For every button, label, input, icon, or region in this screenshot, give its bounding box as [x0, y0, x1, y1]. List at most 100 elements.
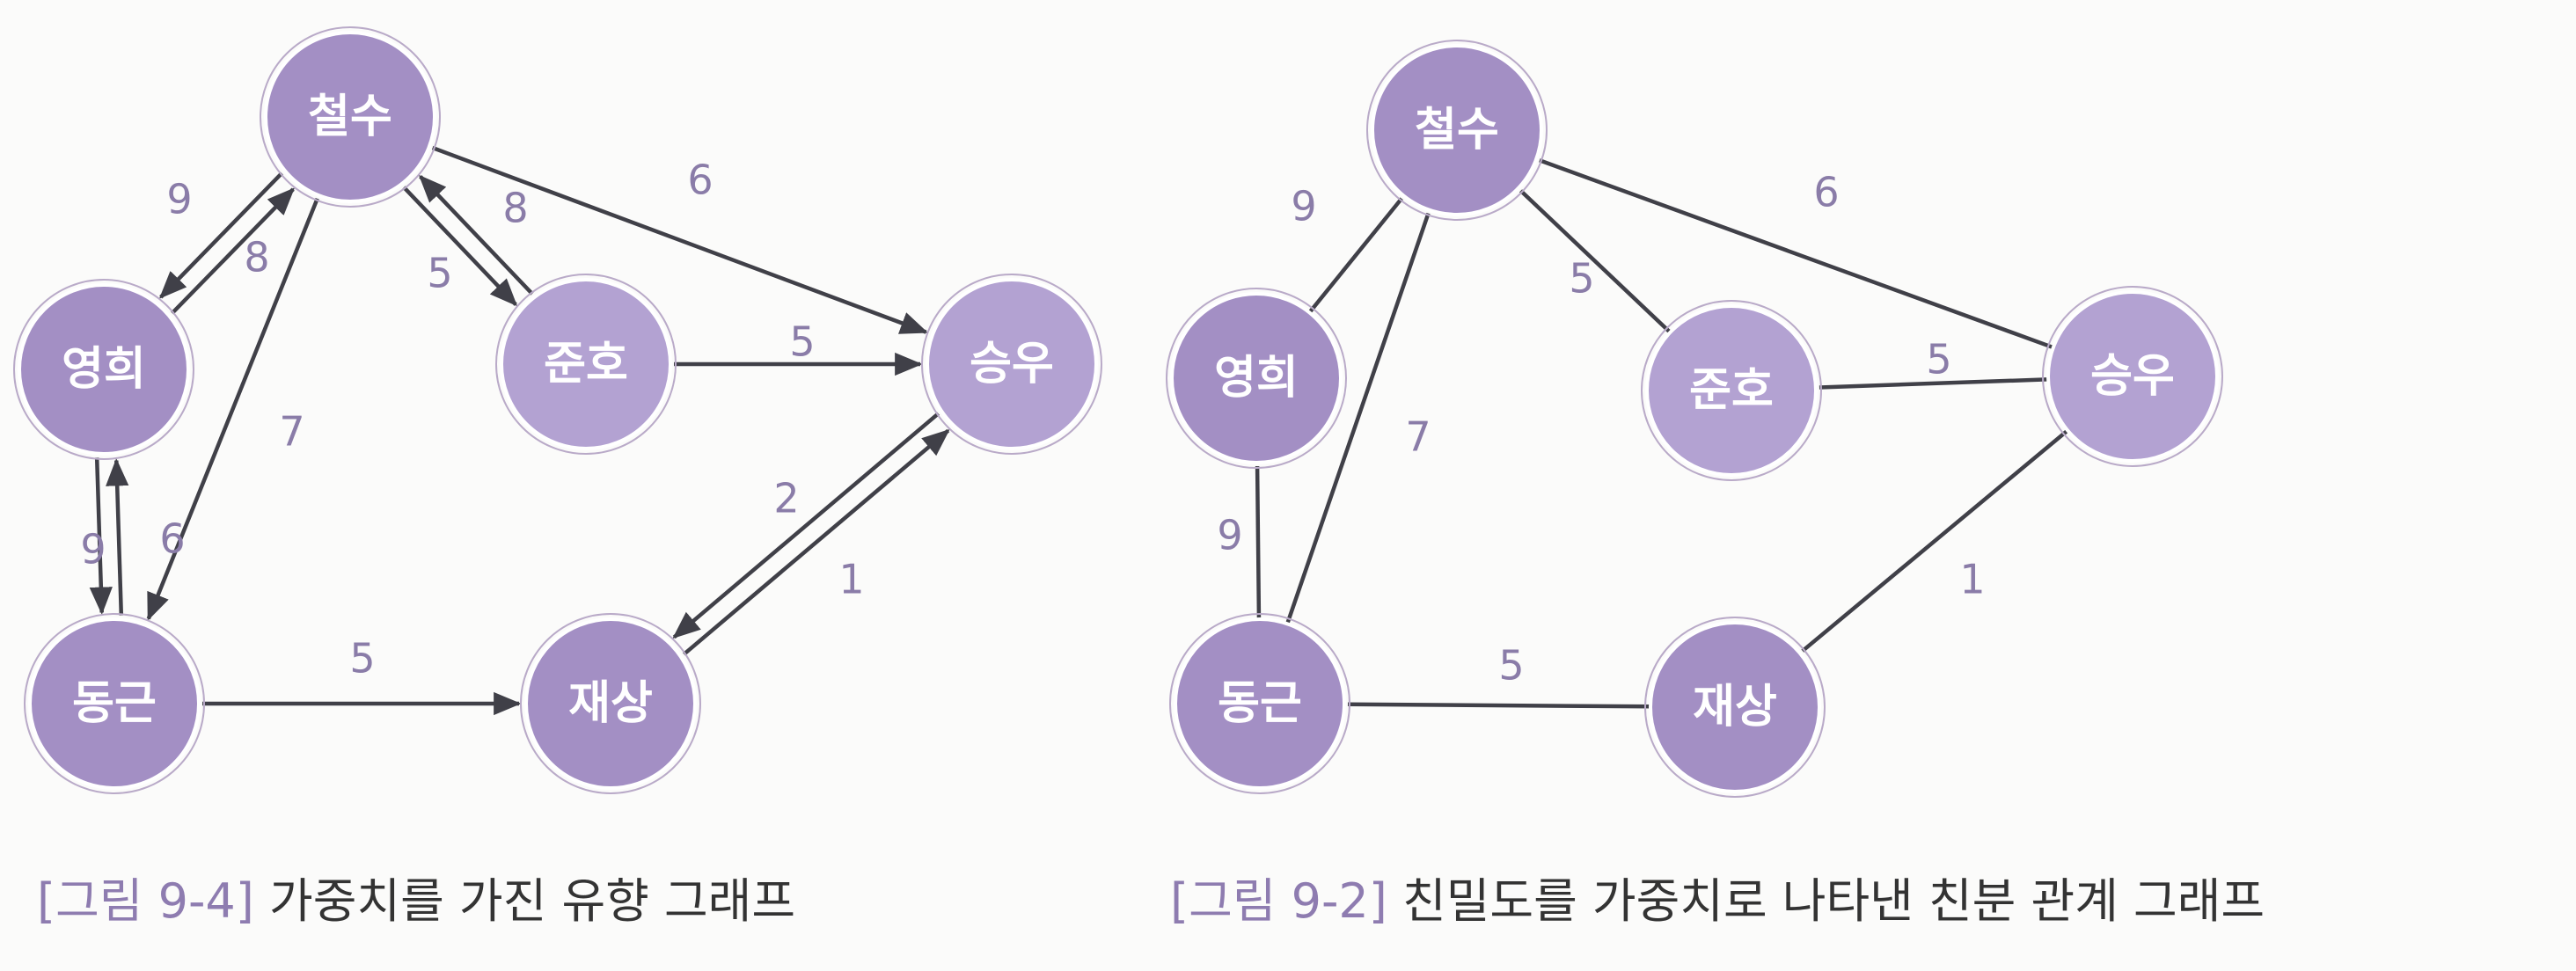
node-jh: 준호 — [1641, 300, 1822, 481]
node-label: 동근 — [72, 677, 157, 730]
node-label: 준호 — [544, 338, 628, 391]
node-circle — [1174, 617, 1346, 790]
edge-cs-jh — [1519, 189, 1673, 335]
edge-dg-js — [1347, 702, 1653, 709]
weight-jh-sw: 5 — [1926, 336, 1951, 383]
weight-cs-dg: 7 — [1405, 413, 1431, 461]
edge-jh-cs — [418, 174, 534, 296]
node-dg: 동근 — [1169, 613, 1350, 794]
caption-directed-graph: [그림 9-4] 가중치를 가진 유향 그래프 — [37, 866, 795, 937]
edge-cs-yh — [1306, 197, 1403, 316]
node-yh: 영희 — [1166, 288, 1347, 469]
node-ring — [1166, 288, 1347, 469]
weight-cs-yh: 9 — [1291, 183, 1316, 230]
node-circle — [500, 278, 672, 450]
directed-edges — [89, 145, 950, 716]
weight-dg-js: 5 — [1498, 642, 1524, 690]
node-ring — [520, 613, 701, 794]
node-circle — [524, 617, 697, 790]
node-label: 재상 — [568, 677, 653, 730]
node-ring — [1366, 40, 1548, 221]
edge-cs-yh — [158, 172, 283, 299]
figure-number: [그림 9-4] — [37, 873, 254, 929]
edge-js-sw — [1801, 427, 2071, 653]
weight-jh-cs: 8 — [502, 185, 528, 232]
weight-jh-sw: 5 — [789, 318, 815, 366]
node-circle — [18, 283, 190, 456]
node-ring — [1641, 300, 1822, 481]
node-ring — [2042, 286, 2223, 467]
weight-cs-yh: 8 — [244, 234, 269, 281]
edge-sw-js — [672, 412, 940, 639]
node-circle — [1649, 621, 1821, 793]
figure-number: [그림 9-2] — [1170, 873, 1387, 929]
node-circle — [926, 278, 1098, 450]
weight-dg-yh: 9 — [80, 526, 106, 573]
weight-yh-cs: 9 — [166, 176, 192, 223]
node-js: 재상 — [1644, 617, 1826, 798]
node-label: 준호 — [1689, 364, 1774, 417]
node-cs: 철수 — [1366, 40, 1548, 221]
node-circle — [28, 617, 201, 790]
weight-cs-dg: 7 — [279, 408, 304, 456]
node-circle — [1170, 292, 1343, 464]
node-ring — [921, 274, 1102, 455]
edge-cs-dg — [1284, 212, 1431, 626]
node-label: 동근 — [1218, 677, 1302, 730]
node-ring — [1644, 617, 1826, 798]
edge-yh-dg — [89, 457, 113, 616]
node-dg: 동근 — [24, 613, 205, 794]
undirected-edge-weights: 9 5 6 7 5 9 5 1 — [1217, 169, 1985, 690]
edge-yh-cs — [171, 187, 296, 315]
edge-cs-sw — [1539, 158, 2056, 350]
node-label: 재상 — [1693, 681, 1777, 734]
caption-text: 친밀도를 가중치로 나타낸 친분 관계 그래프 — [1402, 873, 2265, 929]
node-jh: 준호 — [495, 274, 677, 455]
weight-sw-js: 1 — [838, 556, 864, 603]
edge-jh-sw — [1819, 377, 2051, 390]
edge-js-sw — [682, 428, 950, 656]
node-cs: 철수 — [260, 26, 441, 208]
node-label: 철수 — [308, 91, 392, 143]
weight-cs-sw: 6 — [1813, 169, 1839, 216]
node-ring — [1169, 613, 1350, 794]
edge-cs-jh — [402, 186, 518, 307]
node-sw: 승우 — [2042, 286, 2223, 467]
edge-dg-yh — [106, 457, 129, 616]
directed-edge-weights: 9 8 5 8 6 7 5 6 9 5 21 — [80, 157, 864, 683]
edge-cs-sw — [431, 145, 929, 334]
weight-dg-js: 5 — [349, 635, 375, 683]
node-ring — [13, 279, 194, 460]
node-sw: 승우 — [921, 274, 1102, 455]
node-js: 재상 — [520, 613, 701, 794]
weight-yh-dg: 6 — [159, 515, 185, 563]
node-ring — [260, 26, 441, 208]
weight-js-sw: 1 — [1959, 556, 1985, 603]
weight-js-sw: 2 — [773, 475, 799, 522]
node-circle — [2046, 290, 2219, 463]
node-circle — [264, 31, 436, 203]
node-circle — [1645, 304, 1818, 477]
caption-text: 가중치를 가진 유향 그래프 — [269, 873, 796, 929]
node-label: 영희 — [62, 343, 146, 396]
node-ring — [495, 274, 677, 455]
weight-cs-jh: 5 — [1569, 255, 1594, 303]
weight-cs-jh: 5 — [427, 250, 452, 297]
edge-cs-dg — [146, 197, 319, 621]
weight-cs-sw: 6 — [687, 157, 713, 204]
node-label: 승우 — [2090, 350, 2175, 403]
node-circle — [1371, 44, 1543, 216]
node-ring — [24, 613, 205, 794]
edge-yh-dg — [1255, 465, 1262, 622]
node-label: 영희 — [1214, 352, 1299, 405]
undirected-edges — [1255, 158, 2071, 709]
node-label: 철수 — [1415, 104, 1499, 157]
caption-undirected-graph: [그림 9-2] 친밀도를 가중치로 나타낸 친분 관계 그래프 — [1170, 866, 2265, 937]
node-yh: 영희 — [13, 279, 194, 460]
weight-yh-dg: 9 — [1217, 512, 1242, 559]
